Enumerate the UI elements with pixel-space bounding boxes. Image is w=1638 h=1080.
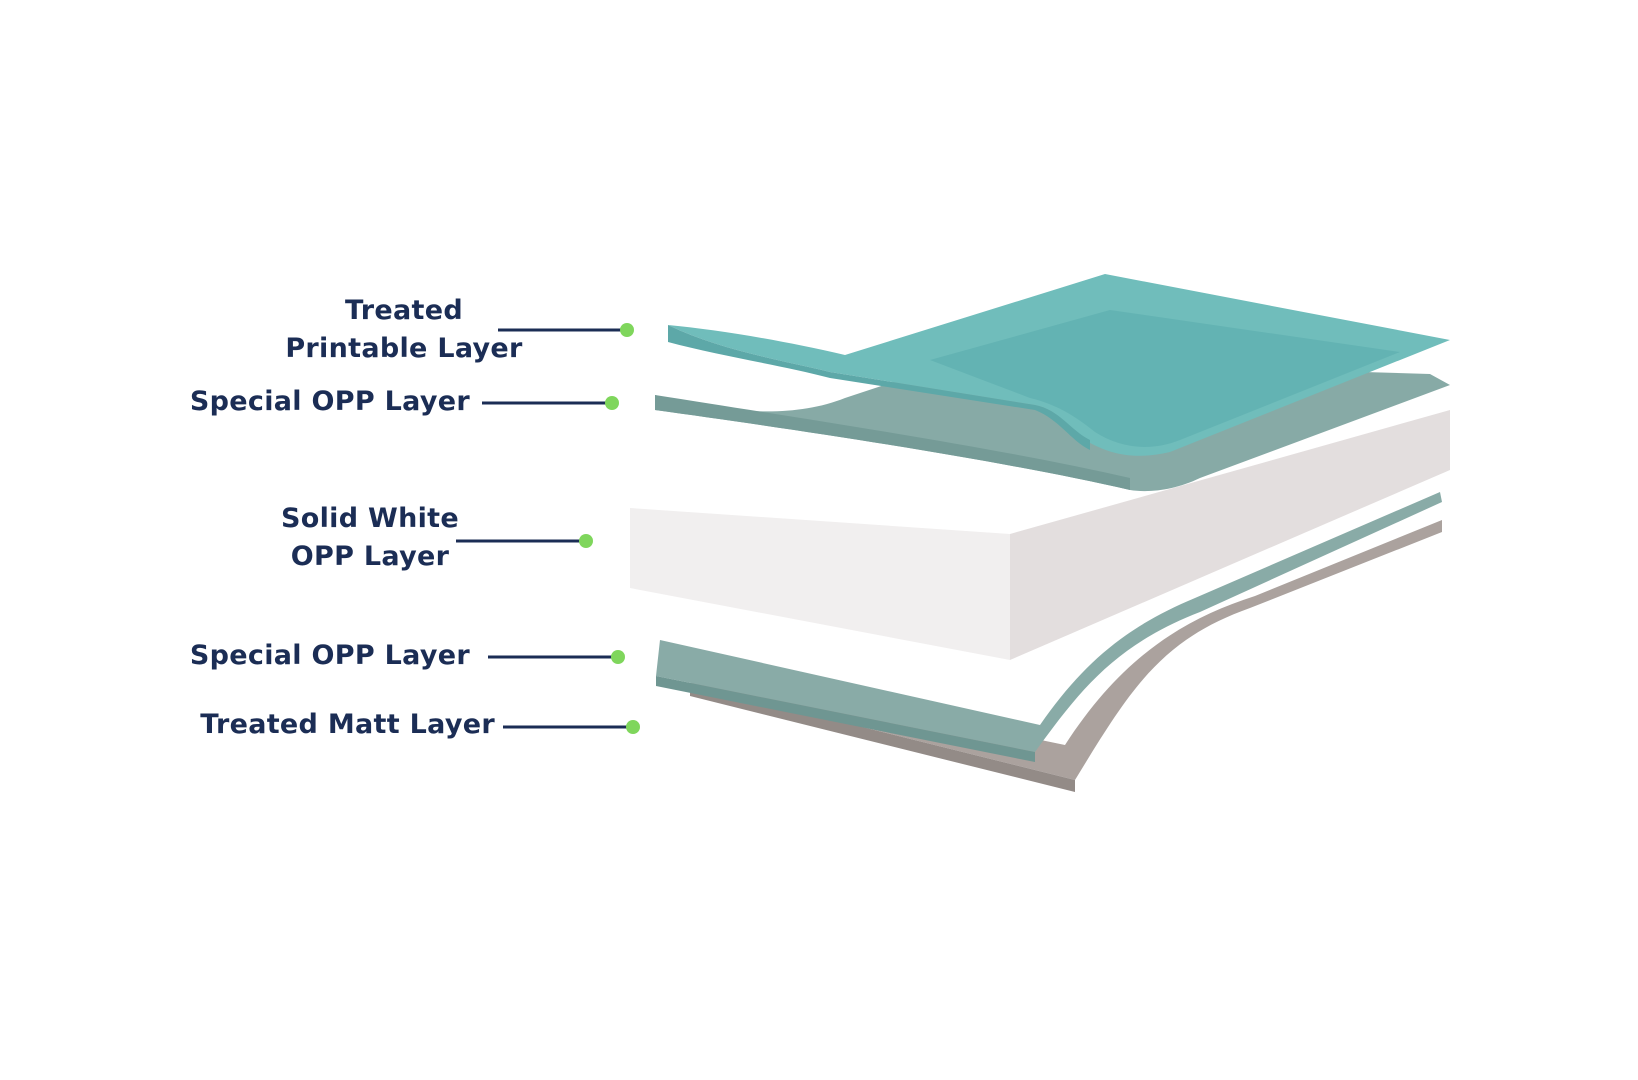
leader-lines: [456, 323, 640, 734]
label-treated-printable-line-2: Printable Layer: [285, 333, 523, 364]
white-layer-front-face: [630, 508, 1010, 660]
leader-dot-printable: [620, 323, 634, 337]
printable-layer-inner-face: [930, 310, 1400, 447]
label-special-opp-layer-top: Special OPP Layer: [150, 383, 470, 421]
label-treated-printable-line-1: Treated: [345, 295, 463, 326]
label-treated-matt-line-1: Treated Matt Layer: [200, 709, 495, 740]
label-special-opp-bottom-line-1: Special OPP Layer: [189, 640, 470, 671]
leader-dot-matt: [626, 720, 640, 734]
opp-bottom-front-edge: [656, 676, 1035, 762]
label-solid-white-line-1: Solid White: [280, 503, 459, 534]
label-special-opp-layer-bottom: Special OPP Layer: [150, 637, 470, 675]
opp-bottom-top-face: [656, 492, 1442, 752]
label-treated-matt-layer: Treated Matt Layer: [150, 706, 495, 744]
label-special-opp-top-line-1: Special OPP Layer: [189, 386, 470, 417]
opp-bottom-layer-sheet: [656, 492, 1442, 762]
leader-dot-opp-top: [605, 396, 619, 410]
leader-dot-white: [579, 534, 593, 548]
label-solid-white-opp-layer: Solid White OPP Layer: [270, 500, 470, 576]
white-layer-side-face: [1010, 410, 1450, 660]
opp-top-front-edge: [655, 395, 1130, 490]
label-treated-printable-layer: Treated Printable Layer: [278, 292, 530, 368]
label-solid-white-line-2: OPP Layer: [290, 541, 450, 572]
leader-dot-opp-bottom: [611, 650, 625, 664]
printable-layer-sheet: [668, 274, 1450, 456]
